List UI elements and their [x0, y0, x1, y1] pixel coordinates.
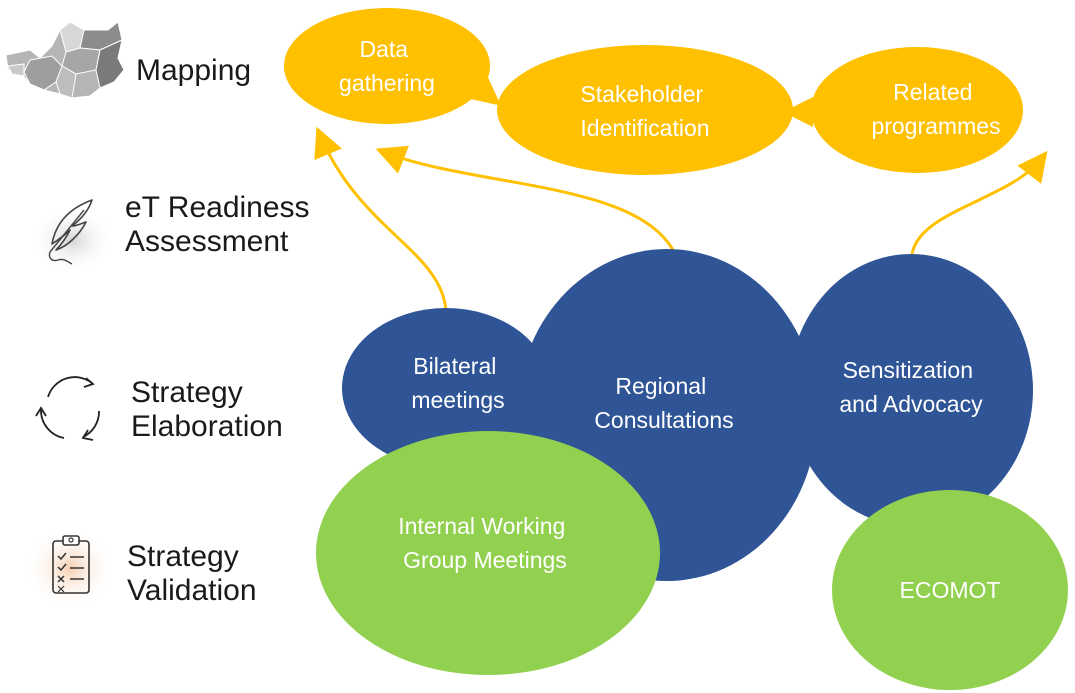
- node-related-programmes: [811, 47, 1023, 173]
- arrow-sensitization-to-related: [910, 150, 1048, 255]
- label-regional-consultations: Regional Consultations: [594, 373, 733, 433]
- connector-arrows: [314, 75, 1048, 311]
- step-readiness-label: eT Readiness Assessment: [125, 191, 310, 258]
- cycle-arrows-icon: [35, 376, 100, 441]
- label-sensitization-advocacy: Sensitization and Advocacy: [839, 357, 983, 417]
- node-sensitization-advocacy: [789, 254, 1033, 526]
- label-related-programmes: Related programmes: [871, 79, 1000, 139]
- label-bilateral-meetings: Bilateral meetings: [411, 353, 504, 413]
- clipboard-checklist-icon: [26, 528, 114, 608]
- arrow-bilateral-to-data: [314, 126, 448, 311]
- arrow-regional-to-data: [375, 145, 682, 269]
- node-stakeholder-identification: [497, 45, 793, 175]
- label-data-gathering: Data gathering: [339, 36, 435, 96]
- label-stakeholder-identification: Stakeholder Identification: [580, 81, 709, 141]
- node-bilateral-meetings: [342, 308, 550, 468]
- node-internal-working-group: [316, 431, 660, 675]
- label-internal-working-group: Internal Working Group Meetings: [398, 513, 571, 573]
- label-ecomot: ECOMOT: [900, 577, 1001, 603]
- step-mapping-label: Mapping: [136, 54, 252, 87]
- step-validation-label: Strategy Validation: [127, 540, 257, 607]
- node-ecomot: [832, 490, 1068, 690]
- feather-quill-icon: [30, 199, 114, 274]
- west-africa-map-icon: [5, 21, 125, 99]
- node-data-gathering: [284, 8, 490, 124]
- step-elaboration-label: Strategy Elaboration: [131, 376, 283, 443]
